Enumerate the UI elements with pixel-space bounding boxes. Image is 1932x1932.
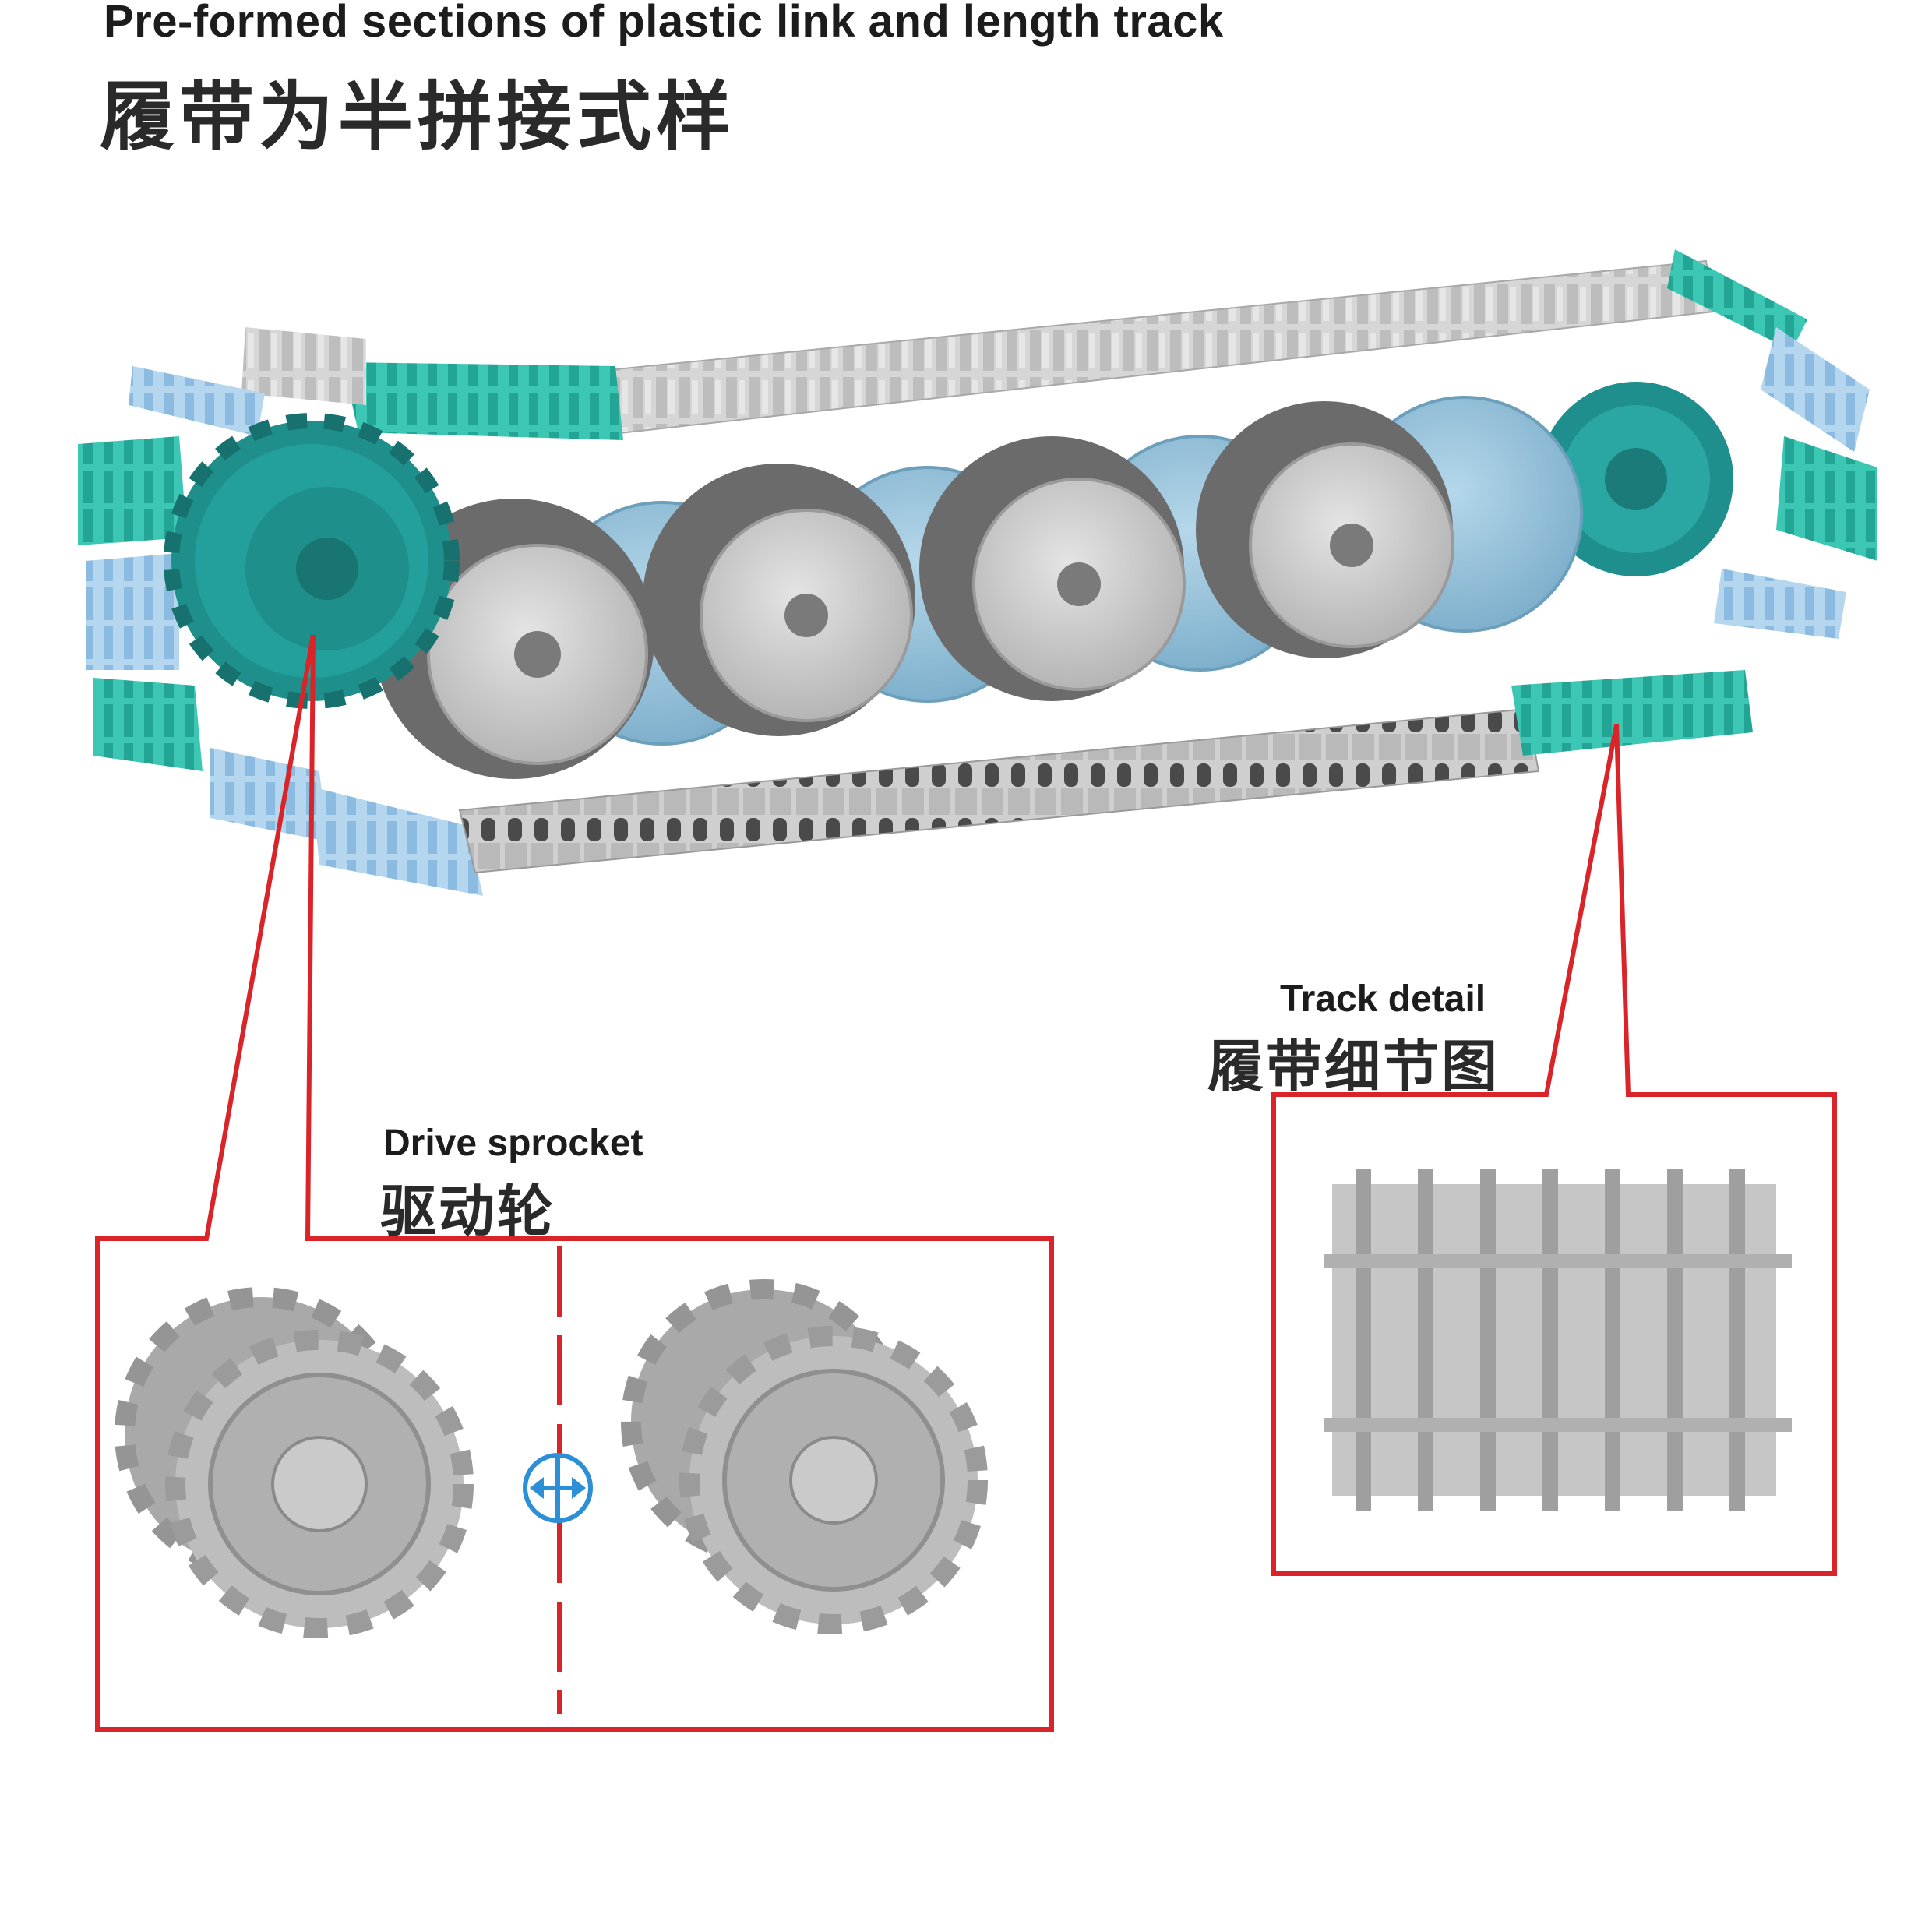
drive-sprocket	[164, 413, 460, 709]
track-detail-label-chinese: 履带细节图	[1208, 1036, 1500, 1098]
title-chinese: 履带为半拼接式样	[100, 76, 735, 159]
sprocket-variant-b	[621, 1279, 988, 1634]
idler-wheel	[1539, 382, 1733, 576]
lower-track-run	[458, 670, 1753, 874]
drive-sprocket-label-english: Drive sprocket	[383, 1123, 643, 1164]
track-detail-callout-lines	[1271, 724, 1837, 1576]
drive-sprocket-label-chinese: 驱动轮	[380, 1181, 556, 1243]
title-english: Pre-formed sections of plastic link and …	[104, 0, 1224, 47]
right-track-links	[1714, 327, 1877, 639]
track-detail-label-english: Track detail	[1280, 978, 1486, 1020]
drive-sprocket-callout-lines	[95, 634, 1054, 1732]
track-detail-closeup	[1324, 1169, 1792, 1511]
upper-track-run	[242, 249, 1807, 440]
left-track-links	[78, 366, 483, 896]
double-arrow-swap-icon	[523, 1453, 593, 1523]
road-wheels-front-row	[374, 401, 1454, 779]
sprocket-variant-a	[115, 1287, 474, 1638]
